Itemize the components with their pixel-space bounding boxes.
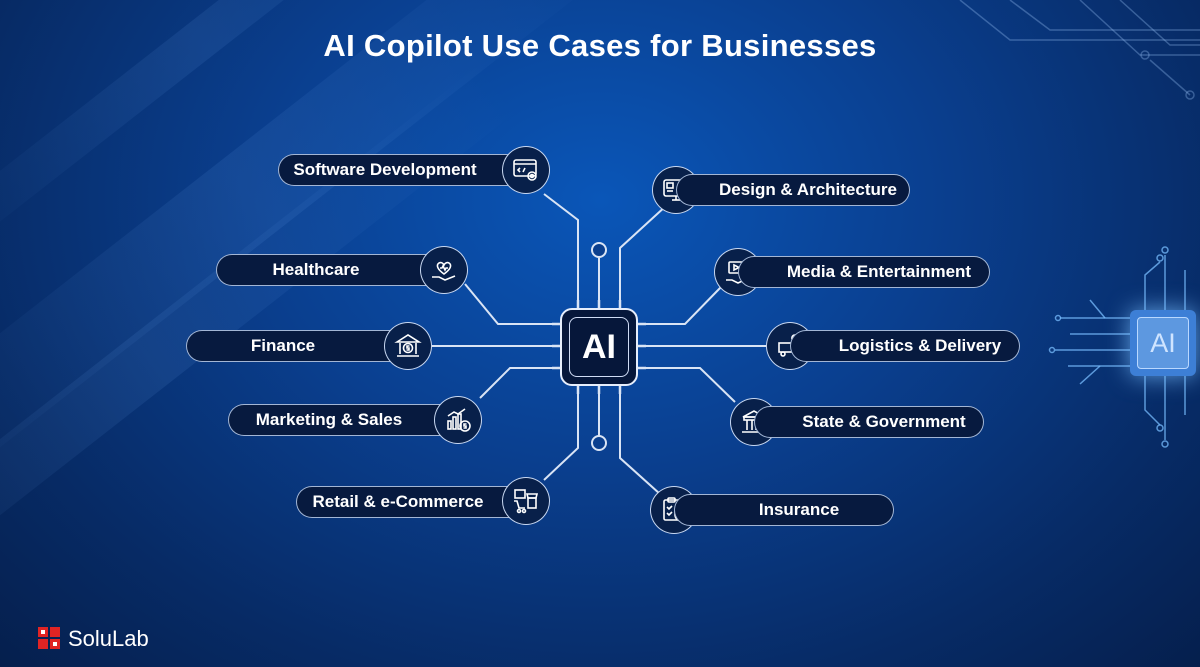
connector-healthcare (464, 283, 560, 325)
connector-marketing-sales (479, 367, 560, 399)
side-ai-chip-label: AI (1137, 317, 1189, 369)
use-case-label: Marketing & Sales (255, 410, 403, 429)
use-case-media-entertainment: Media & Entertainment (738, 256, 990, 288)
chart-dollar-icon (434, 396, 482, 444)
use-case-software-development: Software Development (278, 154, 522, 186)
use-case-logistics-delivery: Logistics & Delivery (790, 330, 1020, 362)
bank-dollar-icon (384, 322, 432, 370)
chip-pins (552, 300, 646, 394)
brand-mark-icon (38, 627, 62, 651)
connector-insurance (619, 386, 661, 495)
use-case-insurance: Insurance (674, 494, 894, 526)
connector-software-development (543, 193, 579, 308)
use-case-label: Retail & e-Commerce (312, 492, 484, 511)
use-case-label: Insurance (758, 500, 840, 519)
use-case-finance: Finance (186, 330, 410, 362)
decorative-side-circuit (1048, 246, 1186, 448)
brand-logo: SoluLab (38, 626, 149, 652)
use-case-label: Finance (250, 336, 316, 355)
use-case-healthcare: Healthcare (216, 254, 446, 286)
connector-retail-ecommerce (543, 386, 579, 481)
use-case-label: Software Development (293, 160, 477, 179)
use-case-label: Healthcare (272, 260, 360, 279)
use-case-retail-ecommerce: Retail & e-Commerce (296, 486, 530, 518)
connector-state-government (638, 367, 736, 403)
connector-design-architecture (619, 204, 668, 308)
use-case-label: Design & Architecture (719, 180, 897, 199)
use-case-design-architecture: Design & Architecture (676, 174, 910, 206)
ai-chip: AI (560, 308, 638, 386)
connector-node-top (591, 242, 607, 258)
use-case-marketing-sales: Marketing & Sales (228, 404, 460, 436)
use-case-state-government: State & Government (754, 406, 984, 438)
ai-chip-label: AI (569, 317, 629, 377)
use-case-label: Media & Entertainment (786, 262, 972, 281)
brand-name: SoluLab (68, 626, 149, 651)
side-ai-chip: AI (1130, 310, 1196, 376)
code-window-gear-icon (502, 146, 550, 194)
decorative-circuit (959, 0, 1200, 100)
hand-heart-icon (420, 246, 468, 294)
use-case-label: State & Government (802, 412, 966, 431)
use-case-label: Logistics & Delivery (838, 336, 1002, 355)
connector-node-bottom (591, 435, 607, 451)
store-cart-icon (502, 477, 550, 525)
connector-media-entertainment (638, 285, 723, 325)
diagram-title: AI Copilot Use Cases for Businesses (323, 28, 877, 63)
